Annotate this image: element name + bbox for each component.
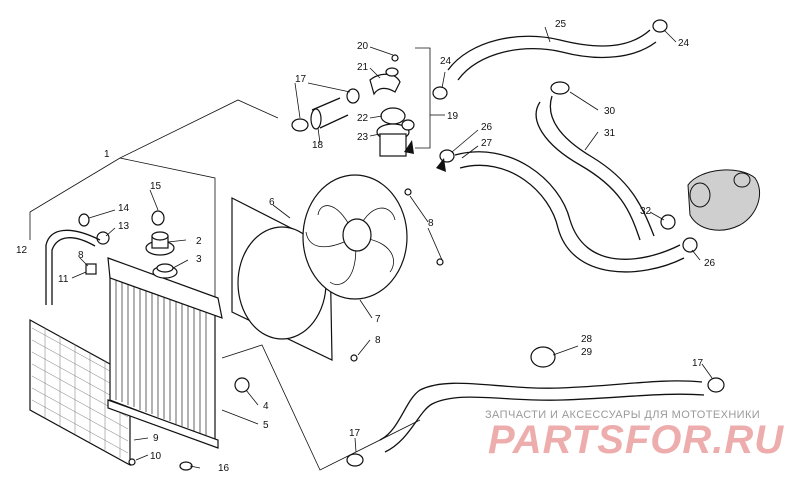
clamp-17-lower-right (707, 377, 725, 393)
water-pump-housing (687, 169, 760, 231)
callout-7: 7 (375, 314, 381, 325)
callout-3: 3 (196, 254, 202, 265)
arrow-27 (436, 158, 446, 172)
callout-17-lower-left: 17 (349, 428, 361, 439)
callout-22: 22 (357, 113, 369, 124)
arrow-19 (404, 140, 414, 154)
callout-30: 30 (604, 106, 616, 117)
overflow-tube (45, 229, 101, 305)
bolt-8-shroud (350, 354, 358, 362)
bolt-8-fan-top (404, 188, 412, 196)
callout-1: 1 (104, 149, 110, 160)
clamp-24-lower (432, 86, 448, 100)
ring-29 (530, 346, 556, 368)
callout-6: 6 (269, 197, 275, 208)
bolt-20 (391, 54, 399, 62)
callout-8-fan: 8 (428, 218, 434, 229)
callout-28: 28 (581, 334, 593, 345)
assembly-bracket-19 (415, 47, 431, 149)
clamp-26-lower (682, 237, 698, 253)
cap-14 (78, 213, 90, 227)
callout-8-shroud: 8 (375, 335, 381, 346)
thermostat-housing-23 (376, 119, 415, 157)
thermostat-elbow-21 (369, 67, 401, 96)
callout-29: 29 (581, 347, 593, 358)
callout-13: 13 (118, 221, 130, 232)
hose-27 (454, 151, 685, 273)
cooling-fan (302, 174, 408, 300)
clamp-24-upper (652, 19, 668, 33)
bolt-8-fan-bottom (436, 258, 444, 266)
leader-lines (71, 26, 713, 469)
thermostat-22 (380, 107, 406, 125)
callout-4: 4 (263, 401, 269, 412)
callout-11: 11 (58, 274, 69, 285)
clamp-17-upper (291, 118, 309, 132)
callout-21: 21 (357, 62, 369, 73)
filler-neck (152, 263, 178, 279)
screw-10 (128, 458, 136, 466)
bushing-13 (96, 231, 110, 245)
callout-31: 31 (604, 128, 616, 139)
callout-10: 10 (150, 451, 162, 462)
hose-28 (379, 380, 705, 453)
callout-15: 15 (150, 181, 162, 192)
watermark-logo: PARTSFOR.RU (488, 418, 784, 462)
callout-8-radiator: 8 (78, 250, 84, 261)
hose-25 (447, 29, 657, 81)
clamp-17-lower-left (346, 453, 364, 467)
callout-23: 23 (357, 132, 369, 143)
radiator (107, 257, 223, 449)
callout-19: 19 (447, 111, 459, 122)
callout-27: 27 (481, 138, 493, 149)
callout-26-upper: 26 (481, 122, 493, 133)
callout-24-upper: 24 (678, 38, 690, 49)
radiator-cap (145, 231, 175, 256)
callout-5: 5 (263, 420, 269, 431)
callout-17-lower-right: 17 (692, 358, 704, 369)
hose-31 (535, 95, 655, 241)
clamp-32 (660, 214, 676, 230)
callout-14: 14 (118, 203, 130, 214)
bracket-11 (85, 263, 97, 275)
callout-12: 12 (16, 245, 28, 256)
radiator-screen (29, 318, 131, 467)
plug-15 (151, 210, 165, 226)
clamp-17-thermostat (346, 88, 360, 104)
callout-2: 2 (196, 236, 202, 247)
callout-24-lower: 24 (440, 56, 452, 67)
callout-9: 9 (153, 433, 159, 444)
clamp-30 (550, 81, 570, 95)
watermark-subtitle: ЗАПЧАСТИ И АКСЕССУАРЫ ДЛЯ МОТОТЕХНИКИ (485, 409, 760, 421)
callout-32: 32 (640, 206, 652, 217)
callout-26-lower: 26 (704, 258, 716, 269)
callout-18: 18 (312, 140, 324, 151)
callout-20: 20 (357, 41, 369, 52)
hose-18 (310, 97, 349, 130)
callout-16: 16 (218, 463, 230, 474)
callout-17-upper: 17 (295, 74, 307, 85)
assembly-bracket-1 (29, 99, 279, 300)
fitting-4 (234, 377, 250, 393)
lower-hose-leader (221, 344, 421, 471)
callout-25: 25 (555, 19, 567, 30)
